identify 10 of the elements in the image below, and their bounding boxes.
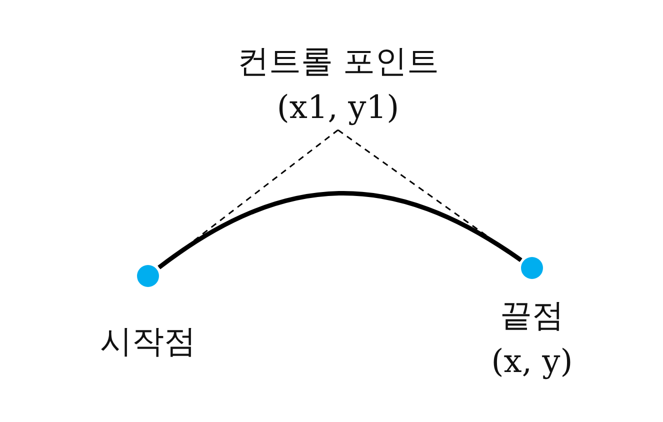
end-point-marker: [521, 257, 543, 279]
coordinate-label: (x1, y1): [276, 87, 400, 128]
control-line: [158, 129, 338, 268]
start-point-label: 시작점: [100, 321, 196, 362]
bezier-curve: [158, 191, 522, 270]
control-point-label: 컨트롤 포인트: [236, 41, 440, 82]
coordinate-label: (x, y): [491, 341, 573, 382]
control-line: [338, 129, 522, 261]
start-point-marker: [137, 265, 159, 287]
end-point-label: 끝점: [499, 295, 565, 336]
